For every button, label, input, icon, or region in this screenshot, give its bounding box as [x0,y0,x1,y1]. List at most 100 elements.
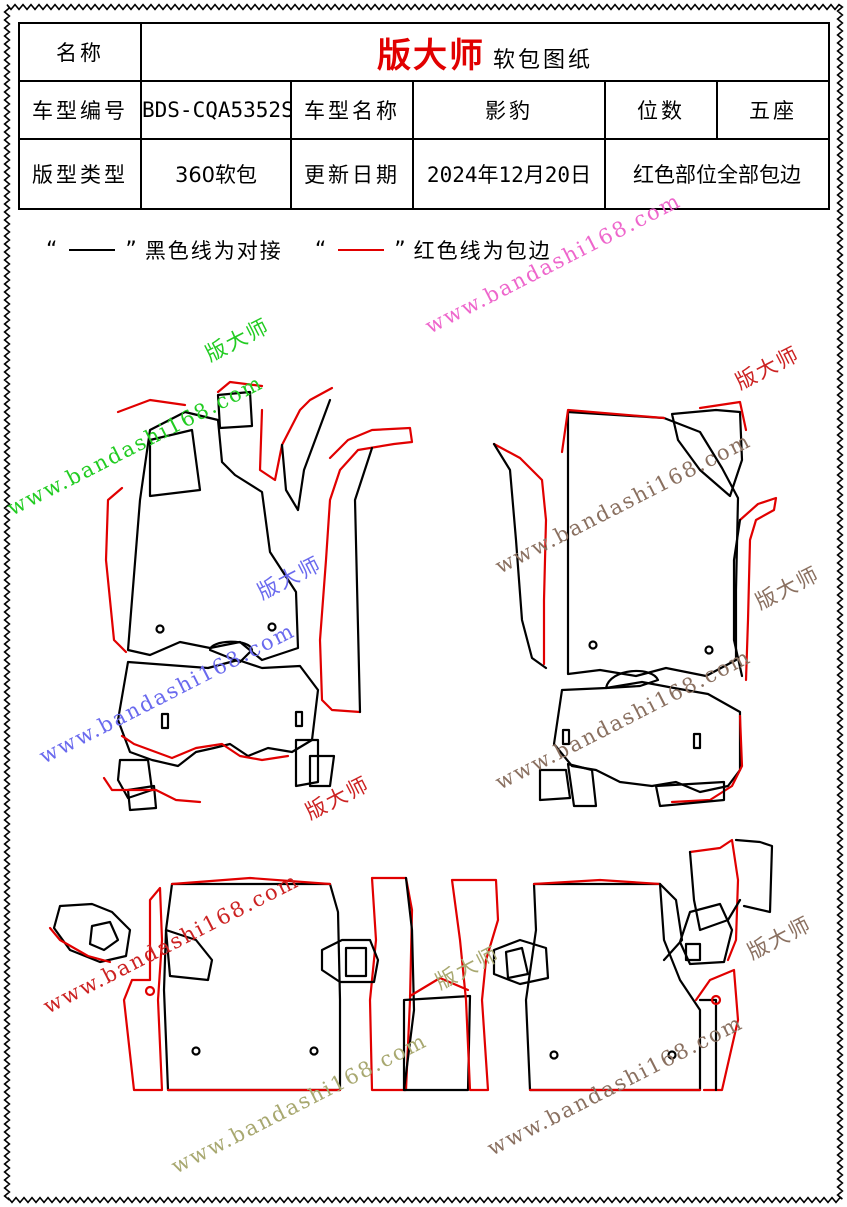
watermark-brand-4: 版大师 [253,552,325,605]
drawing-subtitle: 软包图纸 [493,47,594,73]
rear-right-pocket [678,902,734,966]
black-line-text: 黑色线为对接 [144,239,283,263]
front-right-rear-floor-edge [670,714,744,804]
date-label: 更新日期 [290,138,414,210]
watermark-site-3: www.bandashi168.com [491,428,755,578]
rear-right-upright-black [688,838,774,932]
rear-right-seat-bracket [492,938,550,986]
front-left-floor-edge [116,398,187,414]
front-left-side-pad-edge [102,776,202,804]
watermark-brand-7: 版大师 [743,912,815,965]
rear-right-floor-piece [524,882,702,1092]
rear-left-wheel-arch-edge [48,926,112,964]
legend-quote-open: “ [46,237,60,263]
red-line-swatch [338,249,385,251]
watermark-brand-1: 版大师 [201,314,273,367]
front-right-floor-edge [560,408,666,454]
rear-left-wheel-arch-inner [88,920,120,952]
model-name-label: 车型名称 [290,80,414,140]
model-name-value: 影豹 [412,80,606,140]
front-left-assembly [102,380,414,812]
front-right-floor-piece [566,410,740,678]
watermark-site-4: www.bandashi168.com [35,618,299,768]
seats-label: 位数 [604,80,718,140]
front-left-floor-piece [126,410,300,662]
rear-assembly [48,838,774,1092]
rear-center-hump-edge [408,976,470,998]
rear-center-right-strip [450,878,500,1092]
rear-right-flap [658,882,684,962]
front-left-inner-strip [258,386,334,482]
date-value: 2024年12月20日 [412,138,606,210]
front-left-rear-floor [116,658,320,768]
type-row: 版型类型 360软包 更新日期 2024年12月20日 红色部位全部包边 [18,138,831,210]
watermark-site-7: www.bandashi168.com [167,1028,431,1178]
edge-note: 红色部位全部包边 [603,138,831,210]
red-line-text: 红色线为包边 [413,239,552,263]
rear-center-hump-pad [402,994,472,1092]
watermark-site-8: www.bandashi168.com [483,1010,747,1160]
model-code-label: 车型编号 [18,80,142,140]
rear-right-floor-edge [528,878,702,1092]
front-right-outer-strip [492,442,548,666]
front-right-hole-1 [588,640,598,650]
rear-right-side-strip [694,968,740,1092]
type-label: 版型类型 [18,138,142,210]
front-right-pillar-strip [738,496,778,682]
model-row: 车型编号 BDS-CQA5352S 车型名称 影豹 位数 五座 [18,80,831,140]
rear-right-hole-2 [667,1050,677,1060]
legend-quote-open-2: “ [314,237,329,263]
watermark-brand-6: 版大师 [431,942,503,995]
legend-quote-close: ” [125,237,139,263]
seats-value: 五座 [715,80,831,140]
rear-left-hole-1 [191,1046,201,1056]
watermark-brand-3: 版大师 [751,562,823,615]
front-left-inner-strip-black [280,398,332,512]
front-left-pedal-pad [216,390,254,430]
front-right-side-pad-1 [538,768,572,802]
front-left-sill-strip-black [353,446,374,714]
legend-quote-close-2: ” [394,237,408,263]
front-left-rear-floor-edge [120,734,290,762]
brand-title: 版大师 [377,35,486,76]
front-right-tunnel-edge [698,400,748,432]
rear-right-clip [710,994,722,1006]
title-cell: 版大师软包图纸 [139,22,831,82]
rear-right-hole-1 [549,1050,559,1060]
front-left-hole-2 [267,622,277,632]
rear-right-seat-bracket-inner [504,946,530,980]
rear-right-upright [688,838,740,962]
rear-left-tunnel-flap [164,928,214,982]
rear-left-seat-bracket-inner [344,946,368,978]
rear-right-side-strip-black [698,998,718,1092]
line-legend: “ ” 黑色线为对接 “ ” 红色线为包边 [40,232,552,268]
front-left-sill-strip [318,426,414,714]
front-left-hole-1 [155,624,165,634]
rear-left-hole-2 [309,1046,319,1056]
front-left-hump [208,640,254,664]
type-value: 360软包 [140,138,292,210]
front-right-slot-2 [692,732,702,750]
front-right-slot-1 [561,728,571,746]
rear-left-floor-edge [166,876,342,1092]
rear-center-tunnel-black [402,876,416,1092]
title-row: 名称 版大师软包图纸 [18,22,831,82]
model-code-value: BDS-CQA5352S [140,80,292,140]
watermark-site-5: www.bandashi168.com [491,644,755,794]
front-right-assembly [492,400,778,808]
front-left-side-pad-2 [126,784,158,812]
front-left-slot-2 [294,710,304,728]
front-right-hole-2 [704,645,714,655]
front-right-hump [604,669,660,690]
front-left-tunnel-pad [148,428,202,498]
front-left-pedal-pad-edge [216,380,264,394]
watermark-brand-5: 版大师 [301,772,373,825]
rear-left-clip [144,985,156,997]
rear-left-seat-bracket [320,938,380,984]
rear-left-wheel-arch [52,902,132,964]
watermark-site-2: www.bandashi168.com [421,188,685,338]
front-left-side-pad-1 [116,758,154,800]
front-left-slot-1 [160,712,170,730]
